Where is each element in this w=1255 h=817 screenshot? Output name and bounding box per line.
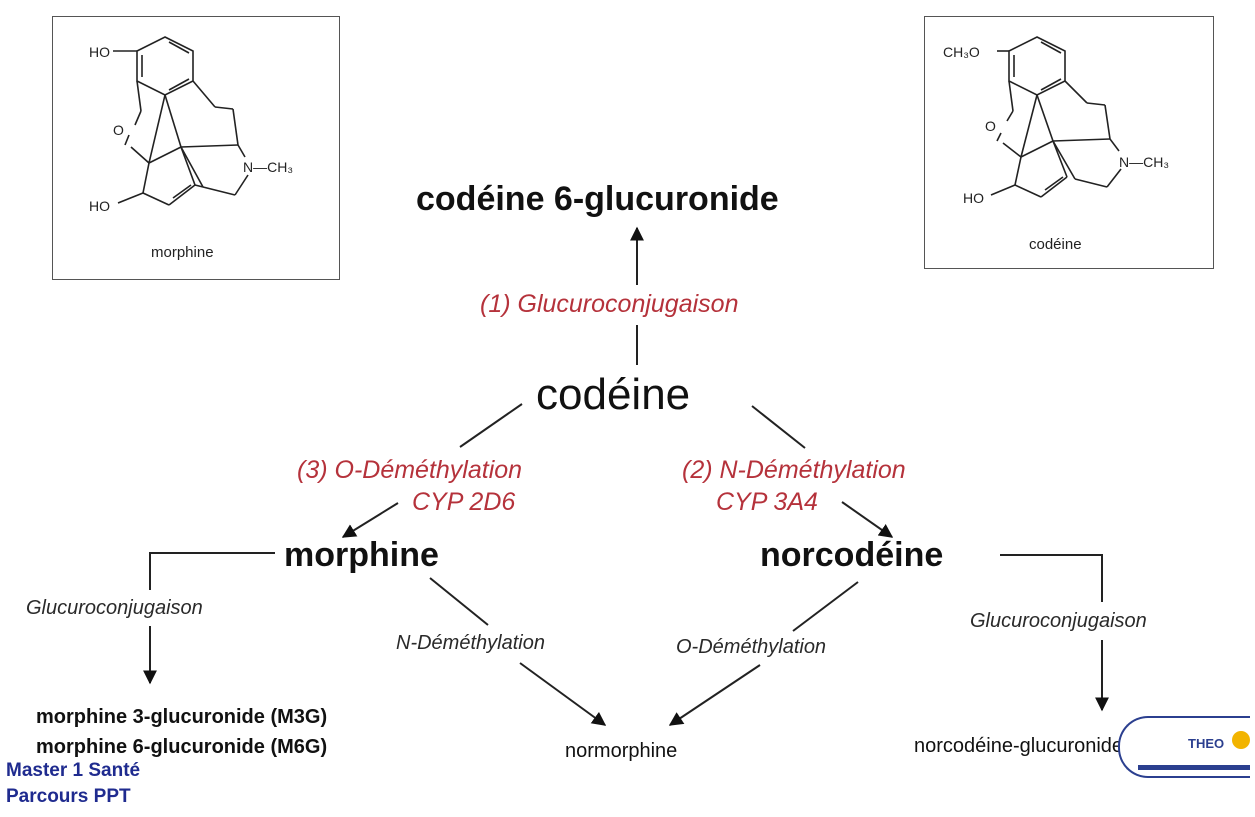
logo-bar: [1138, 765, 1250, 770]
codeine-ho-bottom-label: HO: [963, 190, 984, 206]
morphine-o-label: O: [113, 122, 124, 138]
footer-line-1: Master 1 Santé: [6, 760, 141, 781]
morphine-ho-bottom-label: HO: [89, 198, 110, 214]
line-codeine-to-norcodeine: [751, 405, 806, 449]
reaction-3-enzyme: CYP 2D6: [412, 488, 516, 516]
arrow-norcodeine-odemeth: [668, 664, 761, 726]
reaction-morphine-glucuroconjugaison: Glucuroconjugaison: [26, 597, 203, 619]
reaction-norcodeine-o-demethylation: O-Déméthylation: [676, 636, 827, 658]
reaction-3-o-demethylation: (3) O-Déméthylation: [297, 456, 523, 484]
morphine-structure-drawing: HO O HO N—CH₃ morphine: [89, 36, 293, 261]
codeine-o-label: O: [985, 118, 996, 134]
node-norcodeine: norcodéine: [760, 536, 944, 574]
morphine-n-ch3-label: N—CH₃: [243, 159, 293, 175]
node-normorphine: normorphine: [565, 740, 678, 762]
theo-logo: THEO: [1118, 716, 1250, 778]
reaction-2-enzyme: CYP 3A4: [716, 488, 818, 516]
line-morphine-ndemeth: [429, 577, 489, 626]
footer-line-2: Parcours PPT: [6, 786, 131, 807]
codeine-structure-box: CH₃O O HO N—CH₃ codéine: [924, 16, 1214, 269]
node-morphine: morphine: [284, 536, 439, 574]
arrow-morphine-gluc: [149, 552, 275, 590]
reaction-1-glucuroconjugaison: (1) Glucuroconjugaison: [480, 290, 739, 318]
logo-text: THEO: [1188, 736, 1225, 751]
node-m3g: morphine 3-glucuronide (M3G): [36, 706, 328, 728]
arrow-norcodeine-gluc: [1000, 554, 1103, 602]
node-m6g: morphine 6-glucuronide (M6G): [36, 736, 328, 758]
morphine-structure-box: HO O HO N—CH₃ morphine: [52, 16, 340, 280]
logo-sun-icon: [1232, 731, 1250, 749]
node-codeine-6-glucuronide: codéine 6-glucuronide: [416, 180, 779, 218]
reaction-2-n-demethylation: (2) N-Déméthylation: [682, 456, 906, 484]
line-norcodeine-odemeth: [792, 581, 859, 632]
codeine-structure-name: codéine: [1029, 236, 1082, 253]
codeine-n-ch3-label: N—CH₃: [1119, 154, 1169, 170]
morphine-ho-top-label: HO: [89, 44, 110, 60]
reaction-morphine-n-demethylation: N-Déméthylation: [396, 632, 545, 654]
reaction-norcodeine-glucuroconjugaison: Glucuroconjugaison: [970, 610, 1147, 632]
node-codeine: codéine: [536, 370, 691, 419]
codeine-ch3o-label: CH₃O: [943, 44, 980, 60]
morphine-structure-name: morphine: [151, 244, 214, 261]
arrow-codeine-to-norcodeine: [841, 501, 894, 538]
arrow-morphine-ndemeth: [519, 662, 607, 726]
node-norcodeine-glucuronide: norcodéine-glucuronide: [914, 735, 1124, 757]
arrow-codeine-to-morphine: [341, 502, 399, 538]
line-codeine-to-morphine: [459, 403, 523, 448]
codeine-structure-drawing: CH₃O O HO N—CH₃ codéine: [943, 36, 1169, 253]
